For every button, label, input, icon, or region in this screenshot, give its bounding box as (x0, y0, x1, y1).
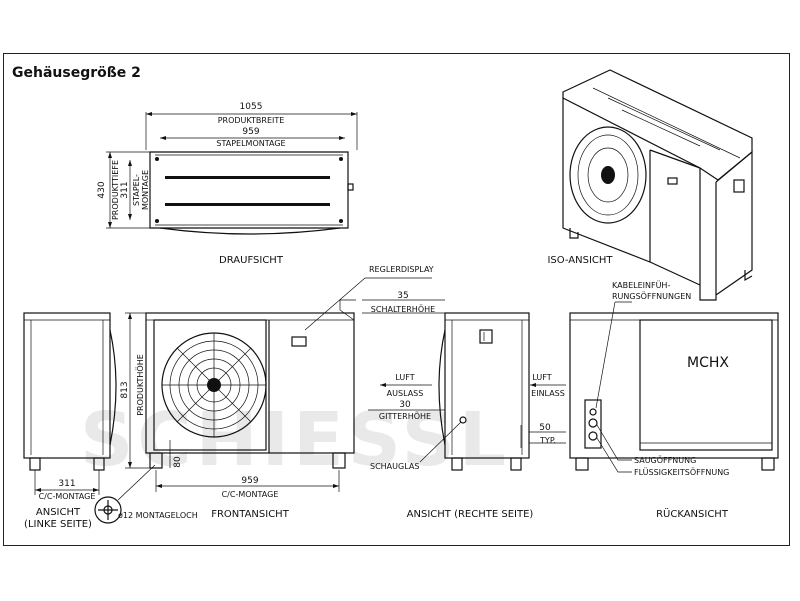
left-view: 311 C/C-MONTAGE ANSICHT (LINKE SEITE) ø1… (23, 312, 198, 530)
cable-entry-label-2: RUNGSÖFFNUNGEN (612, 291, 691, 301)
rear-view: MCHX KABELEINFÜH- RUNGSÖFFNUNGEN SAUGÖFF… (569, 280, 779, 520)
top-stack-dim: 959 (242, 127, 259, 137)
front-width-label: C/C-MONTAGE (222, 490, 279, 499)
drawing-frame (3, 53, 790, 546)
controller-label: REGLERDISPLAY (369, 265, 434, 274)
rear-view-caption: RÜCKANSICHT (656, 507, 729, 520)
top-depth2-label-1: STAPEL- (132, 174, 141, 206)
front-height-dim: 813 (120, 381, 130, 398)
suction-label: SAUGÖFFNUNG (634, 455, 696, 465)
air-out-label-1: LUFT (395, 373, 414, 382)
left-caption-2: (LINKE SEITE) (24, 519, 92, 530)
iso-view: ISO-ANSICHT (547, 69, 753, 301)
liquid-label: FLÜSSIGKEITSÖFFNUNG (634, 467, 729, 477)
cable-entry-label-1: KABELEINFÜH- (612, 280, 670, 290)
top-width-label: PRODUKTBREITE (218, 116, 285, 125)
top-width-dim: 1055 (240, 102, 263, 112)
right-view: 35 SCHALTERHÖHE LUFT AUSLASS 30 GITTERHÖ… (362, 291, 566, 520)
top-stack-label: STAPELMONTAGE (216, 139, 285, 148)
dim-30: 30 (399, 400, 411, 410)
front-height-label: PRODUKTHÖHE (135, 354, 145, 416)
mounting-hole-label: ø12 MONTAGELOCH (118, 511, 198, 520)
front-view-caption: FRONTANSICHT (211, 509, 290, 520)
right-view-caption: ANSICHT (RECHTE SEITE) (407, 509, 534, 520)
sight-glass-label: SCHAUGLAS (370, 462, 419, 471)
top-depth2-dim: 311 (120, 181, 130, 198)
left-dim-label: C/C-MONTAGE (39, 492, 96, 501)
left-caption-1: ANSICHT (36, 507, 81, 518)
front-width-dim: 959 (241, 476, 258, 486)
top-depth-label: PRODUKTTIEFE (111, 160, 120, 220)
typ-label: TYP. (539, 436, 556, 445)
top-depth-dim: 430 (97, 181, 107, 198)
air-in-label-2: EINLASS (531, 389, 565, 398)
dim-35: 35 (397, 291, 408, 301)
top-depth2-label-2: MONTAGE (141, 170, 150, 210)
grille-height-label: GITTERHÖHE (379, 411, 431, 421)
front-view: REGLERDISPLAY 813 PRODUKTHÖHE 80 959 C/C… (120, 265, 434, 520)
switch-height-label: SCHALTERHÖHE (371, 304, 435, 314)
coil-label: MCHX (687, 355, 729, 371)
page-title: Gehäusegröße 2 (12, 65, 141, 81)
left-dim: 311 (58, 479, 75, 489)
top-view: 1055 PRODUKTBREITE 959 STAPELMONTAGE 430… (97, 102, 358, 266)
top-view-caption: DRAUFSICHT (219, 255, 284, 266)
dim-50: 50 (539, 423, 551, 433)
air-out-label-2: AUSLASS (387, 389, 424, 398)
iso-view-caption: ISO-ANSICHT (547, 255, 613, 266)
air-in-label-1: LUFT (532, 373, 551, 382)
foot-dim: 80 (173, 456, 183, 468)
